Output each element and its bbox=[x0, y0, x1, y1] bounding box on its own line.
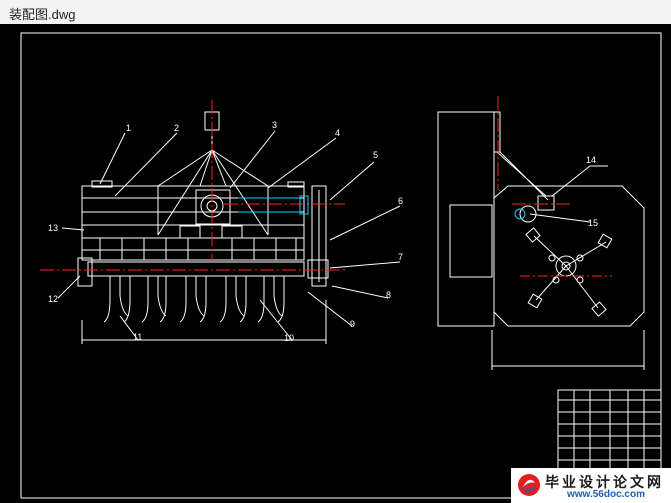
drawing-canvas[interactable]: 1 2 3 4 5 6 7 8 9 10 11 12 13 14 15 bbox=[0, 24, 671, 503]
callout-7: 7 bbox=[398, 252, 403, 262]
front-view bbox=[77, 111, 329, 344]
callout-12: 12 bbox=[48, 294, 58, 304]
rotor-blades bbox=[103, 276, 285, 323]
watermark-url: www.56doc.com bbox=[567, 489, 645, 500]
callout-8: 8 bbox=[386, 290, 391, 300]
side-view bbox=[437, 111, 645, 370]
window-title: 装配图.dwg bbox=[9, 7, 76, 22]
callout-14: 14 bbox=[586, 155, 596, 165]
watermark: 毕业设计论文网 www.56doc.com bbox=[511, 468, 671, 503]
rotor-shaft bbox=[87, 261, 305, 277]
callout-15: 15 bbox=[588, 218, 598, 228]
rotor-star bbox=[525, 227, 613, 317]
side-drive-housing bbox=[311, 185, 327, 287]
cad-drawing: 1 2 3 4 5 6 7 8 9 10 11 12 13 14 15 bbox=[20, 32, 662, 499]
drawing-border bbox=[20, 32, 662, 499]
callout-6: 6 bbox=[398, 196, 403, 206]
callout-2: 2 bbox=[174, 123, 179, 133]
callout-13: 13 bbox=[48, 223, 58, 233]
leader-lines bbox=[57, 130, 608, 341]
window-titlebar: 装配图.dwg bbox=[0, 0, 671, 25]
callout-9: 9 bbox=[350, 319, 355, 329]
callout-1: 1 bbox=[126, 123, 131, 133]
callout-5: 5 bbox=[373, 150, 378, 160]
callout-10: 10 bbox=[284, 333, 294, 343]
callout-4: 4 bbox=[335, 128, 340, 138]
callout-11: 11 bbox=[133, 332, 142, 342]
title-block bbox=[557, 389, 662, 471]
watermark-title: 毕业设计论文网 bbox=[545, 475, 664, 491]
callout-3: 3 bbox=[272, 120, 277, 130]
front-centerlines bbox=[40, 100, 345, 271]
logo-icon bbox=[518, 474, 540, 496]
